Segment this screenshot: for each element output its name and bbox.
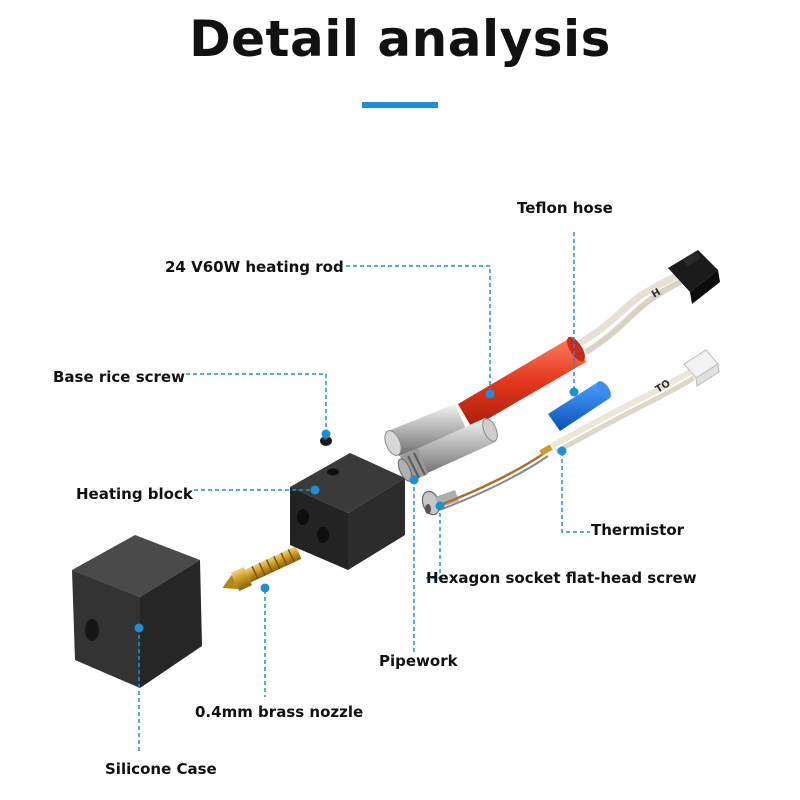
label-pipework: Pipework <box>379 652 458 670</box>
dot-hex-screw <box>435 501 445 511</box>
label-heating-block: Heating block <box>76 485 193 503</box>
dot-teflon-hose <box>569 387 579 397</box>
leader-thermistor <box>561 452 590 533</box>
page-title: Detail analysis <box>189 10 611 68</box>
label-brass-nozzle: 0.4mm brass nozzle <box>195 703 364 721</box>
dot-thermistor <box>557 446 567 456</box>
leader-lines <box>138 232 590 752</box>
heater-connector <box>668 250 720 304</box>
label-teflon-hose: Teflon hose <box>517 199 613 217</box>
heating-block <box>290 453 405 570</box>
teflon-hose <box>548 381 611 431</box>
leader-hex-screw <box>426 506 441 579</box>
label-silicone-case: Silicone Case <box>105 760 217 778</box>
thermistor-connector <box>683 349 720 387</box>
label-base-rice-screw: Base rice screw <box>53 368 185 386</box>
leader-base-rice-screw <box>186 373 327 430</box>
leader-dots <box>134 387 579 633</box>
dot-silicone-case <box>134 623 144 633</box>
label-thermistor: Thermistor <box>591 521 685 539</box>
label-hex-screw: Hexagon socket flat-head screw <box>426 569 697 587</box>
heating-rod-sleeve <box>458 336 586 428</box>
silicone-case <box>72 535 202 688</box>
dot-heating-block <box>310 485 320 495</box>
label-heating-rod: 24 V60W heating rod <box>165 258 344 276</box>
dot-brass-nozzle <box>260 583 270 593</box>
pipework <box>397 418 498 482</box>
heating-rod-tip <box>384 404 466 456</box>
dot-base-rice-screw <box>321 429 331 439</box>
dot-heating-rod <box>485 389 495 399</box>
leader-heating-rod <box>346 265 491 392</box>
brass-nozzle <box>222 546 302 592</box>
title-underline <box>362 102 438 108</box>
dot-pipework <box>409 475 419 485</box>
